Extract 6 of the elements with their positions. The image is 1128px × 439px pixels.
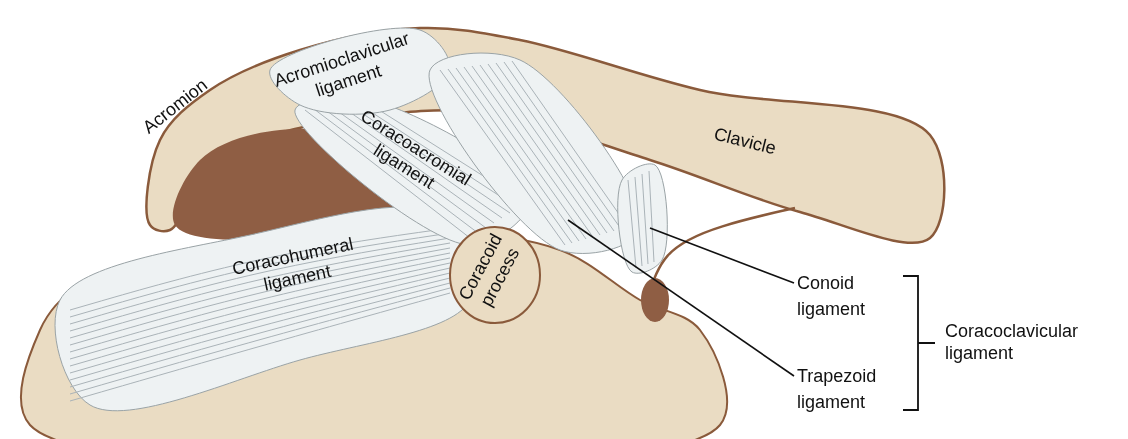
leader-line (567, 219, 795, 377)
leader-line (649, 227, 795, 284)
part-label: Conoid ligament (797, 270, 907, 322)
part-label: Trapezoid ligament (797, 363, 907, 415)
part-label: Clavicle (711, 122, 779, 161)
part-label: Coracoclavicular ligament (945, 320, 1080, 364)
